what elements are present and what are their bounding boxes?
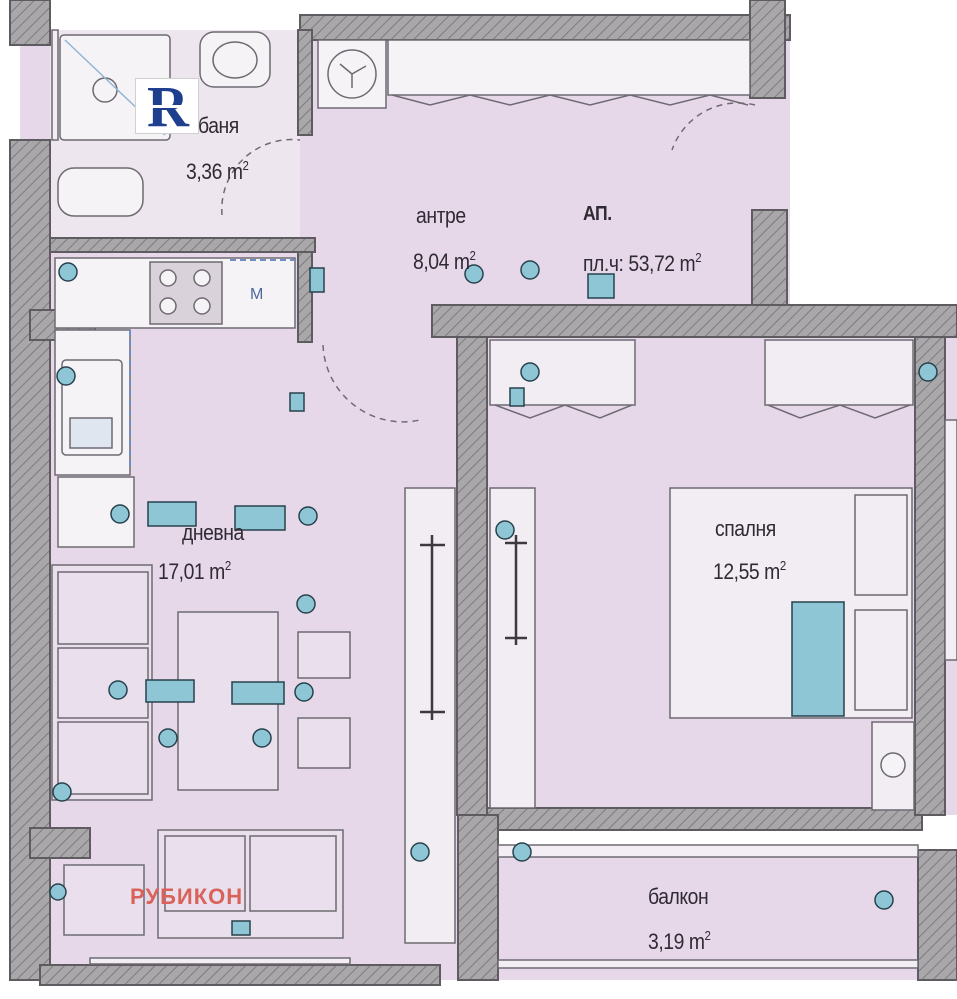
wall-bedroom-bottom [486, 807, 923, 831]
electrical-fixtures [49, 260, 938, 936]
wall-bedroom-top [431, 304, 957, 338]
armchair [63, 864, 145, 936]
walls [9, 0, 957, 986]
room-bedroom-area: 12,55 m2 [713, 558, 786, 584]
bedroom-furniture [404, 339, 915, 944]
balcony-rail [497, 844, 919, 858]
bedside-table [871, 721, 915, 811]
window-bath [51, 29, 59, 141]
hall-fixtures [221, 39, 756, 423]
bedroom-wardrobe-2 [764, 339, 914, 406]
kitchen [54, 257, 296, 548]
hall-wardrobe [387, 39, 751, 96]
bathroom-fixtures [57, 31, 271, 217]
room-bath-area: 3,36 m2 [186, 158, 249, 184]
kitchen-mark: М [250, 286, 263, 303]
door-handles [420, 535, 527, 720]
windows [51, 29, 957, 969]
shower-drain [92, 77, 118, 103]
apartment-total-area: пл.ч: 53,72 m2 [583, 250, 702, 276]
apartment-code: АП. [583, 203, 612, 225]
chair-2 [297, 717, 351, 769]
balcony-rail-bottom [497, 959, 919, 969]
wall-right-upper [751, 209, 788, 306]
room-hall-area: 8,04 m2 [413, 248, 476, 274]
wall-top [299, 14, 791, 41]
brand-logo: R [135, 74, 199, 139]
window-bottom [89, 957, 351, 965]
wall-balcony-left [457, 814, 499, 981]
floor-balcony [490, 850, 930, 980]
wall-top-right [749, 0, 786, 99]
wall-right-lower [914, 336, 946, 816]
door-bedroom-panel [489, 487, 536, 809]
room-balcony-area: 3,19 m2 [648, 928, 711, 954]
room-hall-name: антре [416, 203, 466, 228]
window-right-bedroom [944, 419, 957, 661]
toilet [57, 167, 144, 217]
wall-balcony-right [917, 849, 957, 981]
room-bath-name: баня [198, 113, 239, 138]
wall-bottom-left [39, 964, 441, 986]
wall-bath-right [297, 29, 313, 136]
chair-1 [297, 631, 351, 679]
stove [149, 261, 223, 325]
room-bedroom-name: спалня [715, 516, 776, 541]
wall-left-lower-stub [29, 827, 91, 859]
wall-top-left [9, 0, 51, 46]
bed-highlight [791, 601, 845, 717]
wall-bedroom-left [456, 336, 488, 816]
room-balcony-name: балкон [648, 884, 709, 909]
wall-bath-bottom [49, 237, 316, 253]
wall-kitchen-right [297, 251, 313, 343]
door-hall-panel [404, 487, 456, 944]
watermark-text: РУБИКОН [130, 884, 244, 909]
room-living-area: 17,01 m2 [158, 558, 231, 584]
room-living-name: дневна [182, 520, 244, 545]
